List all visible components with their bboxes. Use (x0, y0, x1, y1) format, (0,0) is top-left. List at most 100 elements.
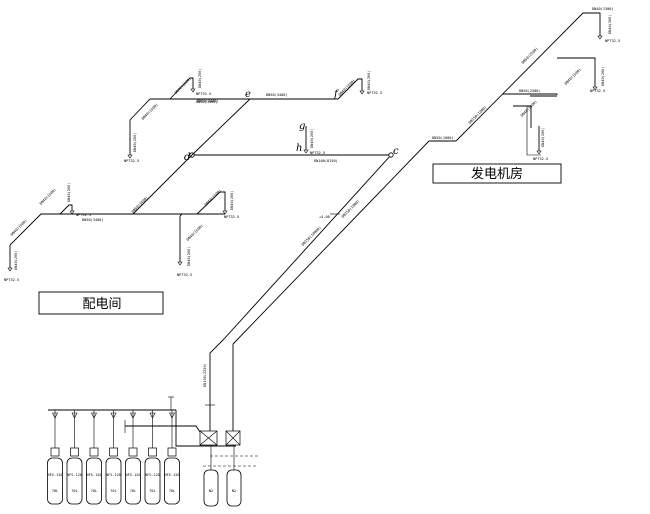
node-g: g (299, 121, 305, 132)
nitrogen-cylinder-1: N2 (203, 446, 219, 507)
svg-text:DN40(1500): DN40(1500) (174, 77, 192, 95)
svg-text:N2: N2 (232, 489, 236, 493)
svg-text:DN40(200): DN40(200) (601, 67, 605, 86)
cylinder-bank: NFS-120 70L NFS-120 70L NFS-120 70L NFS-120 70L… (47, 410, 180, 505)
svg-text:NPT32-5: NPT32-5 (4, 278, 19, 282)
cylinder-model-label: NFS-120 (145, 473, 160, 477)
svg-text:DN100(8150): DN100(8150) (314, 159, 338, 163)
storage-cylinder: NFS-120 70L (66, 410, 83, 505)
svg-text:DN40(1500): DN40(1500) (204, 189, 222, 207)
svg-text:DN40(200): DN40(200) (187, 247, 191, 266)
svg-text:DN40(1500): DN40(1500) (520, 100, 538, 118)
svg-text:N2: N2 (209, 489, 213, 493)
svg-text:NPT32-5: NPT32-5 (177, 273, 192, 277)
cylinder-model-label: NFS-120 (86, 473, 101, 477)
storage-cylinder: NFS-120 70L (47, 410, 63, 505)
svg-text:DN150(10000): DN150(10000) (301, 226, 322, 247)
nozzle-generator-2: NPT32-5 (590, 86, 605, 93)
nozzle-generator-3: NPT32-5 (533, 150, 548, 161)
cylinder-model-label: NFS-120 (67, 473, 82, 477)
main-diagonal-pipe-1 (223, 154, 392, 340)
svg-text:DN40(1500): DN40(1500) (338, 79, 356, 97)
svg-text:DN40(200): DN40(200) (310, 129, 314, 148)
nozzle-low-3: NPT32-5 (222, 210, 239, 219)
svg-text:DN40(200): DN40(200) (608, 15, 612, 34)
generator-room-label: 发电机房 (471, 166, 523, 182)
svg-text:DN50(1000): DN50(1000) (432, 136, 454, 140)
distribution-room-label: 配电间 (82, 297, 121, 312)
cylinder-volume-label: 70L (110, 489, 117, 493)
svg-text:DN50(3400): DN50(3400) (82, 218, 104, 222)
distribution-room-box (38, 291, 164, 315)
cylinder-volume-label: 70L (169, 489, 176, 493)
svg-text:DN150(1000): DN150(1000) (341, 199, 361, 219)
pipe-f-branch (337, 78, 363, 100)
cylinder-model-label: NFS-120 (125, 473, 140, 477)
svg-text:DN40(200): DN40(200) (541, 128, 545, 147)
svg-text:+4.00: +4.00 (319, 215, 330, 219)
generator-room-box (432, 163, 562, 184)
storage-cylinder: NFS-120 70L (144, 410, 161, 505)
distribution-room-network: c d DN100(8150) g h DN40(200) NPT32-5 e … (4, 69, 399, 315)
cylinder-model-label: NFS-120 (47, 473, 62, 477)
riser-left (209, 338, 225, 432)
pipe-e-lower (129, 98, 185, 155)
nozzle-low-1: NPT32-5 (69, 210, 91, 217)
generator-mid-branch (503, 93, 558, 95)
cylinder-model-label: NFS-120 (106, 473, 121, 477)
svg-text:NPT32-5: NPT32-5 (196, 92, 211, 96)
generator-upper-branch (557, 57, 596, 87)
node-h: h (296, 143, 302, 154)
cylinder-model-label: NFS-120 (164, 473, 179, 477)
svg-text:DN40(1300): DN40(1300) (592, 7, 614, 11)
svg-text:NPT32-5: NPT32-5 (533, 157, 548, 161)
main-diagonal-pipe-2 (232, 140, 456, 345)
cylinder-volume-label: 70L (91, 489, 98, 493)
storage-cylinder: NFS-120 70L (125, 410, 141, 505)
generator-diagonal (455, 12, 601, 142)
storage-cylinder: NFS-120 70L (105, 410, 122, 505)
svg-text:DN40(1500): DN40(1500) (10, 219, 28, 237)
nozzle-e-lower: NPT32-5 (124, 154, 139, 163)
svg-text:NPT32-5: NPT32-5 (590, 89, 605, 93)
svg-text:NPT32-5: NPT32-5 (367, 91, 382, 95)
svg-text:DN40(1500): DN40(1500) (564, 68, 582, 86)
svg-text:NPT32-5: NPT32-5 (76, 213, 91, 217)
svg-text:DN50(3400): DN50(3400) (266, 93, 288, 97)
svg-text:DN50(3400): DN50(3400) (131, 196, 149, 214)
svg-text:DN50(2500): DN50(2500) (521, 47, 539, 65)
svg-text:DN40(200): DN40(200) (230, 191, 234, 210)
svg-text:NPT32-5: NPT32-5 (124, 159, 139, 163)
nozzle-generator-1: NPT32-5 (597, 35, 620, 43)
pipe-d-low (132, 154, 193, 215)
nozzle-h: NPT32-5 (303, 149, 325, 155)
svg-text:DN150(1000): DN150(1000) (468, 105, 488, 125)
svg-text:DN40(1500): DN40(1500) (186, 224, 204, 242)
svg-text:DN50(2500): DN50(2500) (519, 89, 541, 93)
node-c: c (393, 146, 399, 157)
cylinder-volume-label: 70L (52, 489, 59, 493)
storage-cylinder: NFS-120 70L (164, 410, 180, 505)
nozzle-f: NPT32-5 (359, 90, 382, 95)
cylinder-volume-label: 70L (130, 489, 137, 493)
svg-text:DN50(3400): DN50(3400) (196, 100, 218, 104)
node-d: d (184, 152, 190, 163)
svg-text:DN50(3400): DN50(3400) (197, 99, 219, 103)
nozzle-low-4: NPT32-5 (177, 261, 192, 277)
riser-system: DN100(2250) (48, 338, 258, 467)
storage-cylinder: NFS-120 70L (86, 410, 102, 505)
svg-text:DN40(200): DN40(200) (367, 71, 371, 90)
generator-room-network: NPT32-5 NPT32-5 NPT32-5 DN40(1300) DN40(… (223, 7, 620, 345)
svg-text:DN40(200): DN40(200) (133, 133, 137, 152)
svg-text:DN40(200): DN40(200) (198, 69, 202, 88)
node-f: f (333, 89, 340, 100)
svg-text:DN40(200): DN40(200) (67, 183, 71, 202)
svg-text:NPT32-5: NPT32-5 (605, 39, 620, 43)
cylinder-volume-label: 70L (149, 489, 156, 493)
svg-text:DN100(2250): DN100(2250) (203, 363, 207, 387)
cylinder-volume-label: 70L (71, 489, 78, 493)
svg-text:NPT32-5: NPT32-5 (310, 151, 325, 155)
node-e: e (245, 89, 251, 100)
nozzle-low-2: NPT32-5 (4, 267, 19, 282)
